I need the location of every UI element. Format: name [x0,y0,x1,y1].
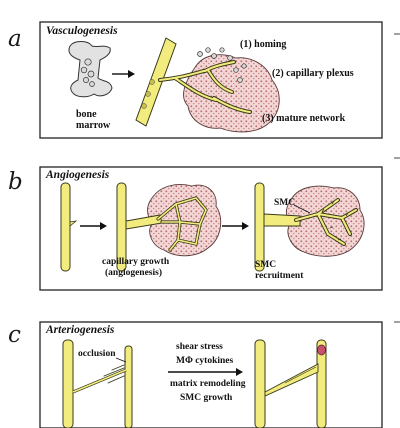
factor-macrophage-cytokines: MΦ cytokines [176,356,234,366]
panel-a-letter: a [8,26,22,52]
angiogenesis-label: (angiogenesis) [105,267,162,278]
panel-a-title: Vasculogenesis [46,25,118,37]
panel-c-letter: c [8,322,21,348]
margin-marks [394,33,400,323]
factor-smc-growth: SMC growth [180,393,233,403]
smc-recruitment-line1: SMC [255,260,276,270]
collateral-c1 [72,345,133,428]
vessel-b2 [116,182,163,272]
bone-label-line1: bone [76,109,97,120]
panel-a: a Vasculogenesis bone marrow [8,21,383,139]
step-mature-network: (3) mature network [262,113,346,124]
panel-c-frame [39,321,383,428]
panel-b: b Angiogenesis capillary growth (angioge… [8,166,383,291]
step-capillary-plexus: (2) capillary plexus [272,68,354,79]
occlusion-label: occlusion [78,349,116,359]
factor-matrix-remodeling: matrix remodeling [170,379,246,389]
vessel-a [135,37,177,127]
artery-c1 [62,339,74,428]
occlusion-pointer [115,357,127,363]
panel-b-title: Angiogenesis [45,169,110,181]
bone-label-line2: marrow [76,120,111,131]
bone-illustration [68,41,113,98]
smc-label: SMC [274,198,295,208]
panel-c-title: Arteriogenesis [45,324,115,336]
step-homing: (1) homing [240,39,286,50]
capillary-network-b1 [156,196,208,252]
occlusion-marker [317,344,326,356]
vessel-tree-b [294,198,358,246]
arrow-b2 [222,222,249,230]
capillary-network-a [158,47,252,114]
arrow-b1 [80,222,107,230]
arrow-a [112,70,135,78]
factor-shear-stress: shear stress [176,342,223,352]
smc-pointer [293,204,311,214]
arrow-c [168,368,243,376]
panel-c: c Arteriogenesis occlusion shear stress … [8,321,383,428]
vessel-b1 [60,182,78,272]
capillary-growth-label: capillary growth [102,257,170,267]
artery-c2 [254,339,266,428]
collateral-c2 [264,339,327,428]
vessel-b3 [254,182,301,272]
panel-b-letter: b [8,169,23,195]
smc-recruitment-line2: recruitment [255,271,304,281]
